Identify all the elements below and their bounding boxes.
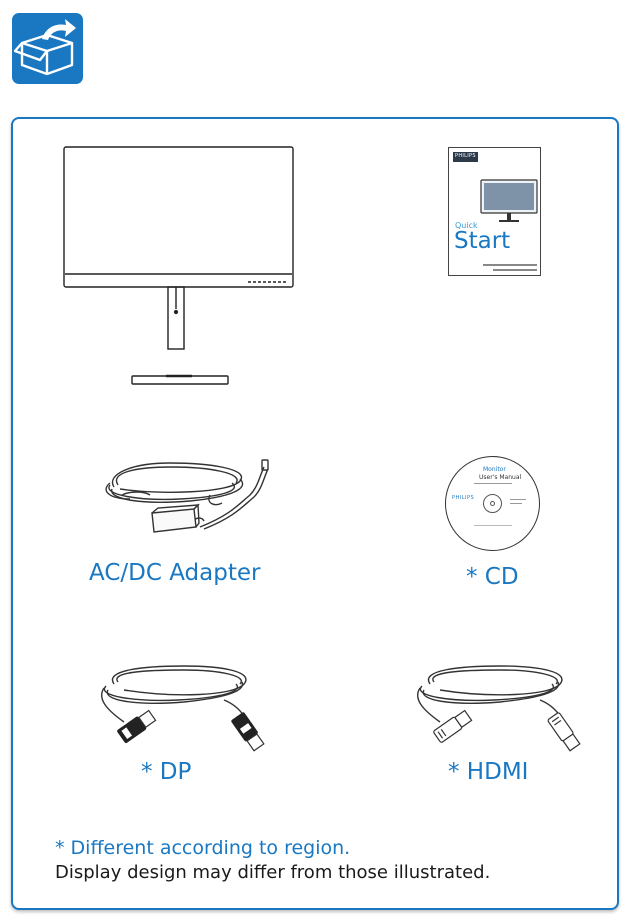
- ac-dc-adapter-illustration: [105, 459, 269, 533]
- quick-start-guide: PHILIPS Quick Start: [448, 147, 541, 276]
- adapter-label: AC/DC Adapter: [89, 560, 261, 586]
- quick-start-word2: Start: [454, 228, 511, 254]
- dp-cable-illustration: [101, 665, 265, 752]
- quick-start-word1: Quick: [455, 221, 478, 230]
- design-note: Display design may differ from those ill…: [55, 862, 491, 883]
- unboxing-icon: [12, 13, 83, 84]
- cd-line1: Monitor: [483, 466, 506, 473]
- cd-label: * CD: [466, 564, 519, 590]
- monitor-illustration: [63, 146, 294, 385]
- quick-start-brand: PHILIPS: [455, 153, 476, 159]
- hdmi-cable-illustration: [417, 665, 581, 752]
- cd-disc: Monitor User's Manual PHILIPS: [445, 456, 540, 551]
- cd-brand: PHILIPS: [452, 495, 475, 501]
- quick-start-brand-bar: PHILIPS: [453, 152, 478, 162]
- dp-label: * DP: [141, 759, 192, 785]
- cd-line2: User's Manual: [479, 474, 522, 481]
- region-note: * Different according to region.: [55, 837, 351, 859]
- hdmi-label: * HDMI: [448, 759, 529, 785]
